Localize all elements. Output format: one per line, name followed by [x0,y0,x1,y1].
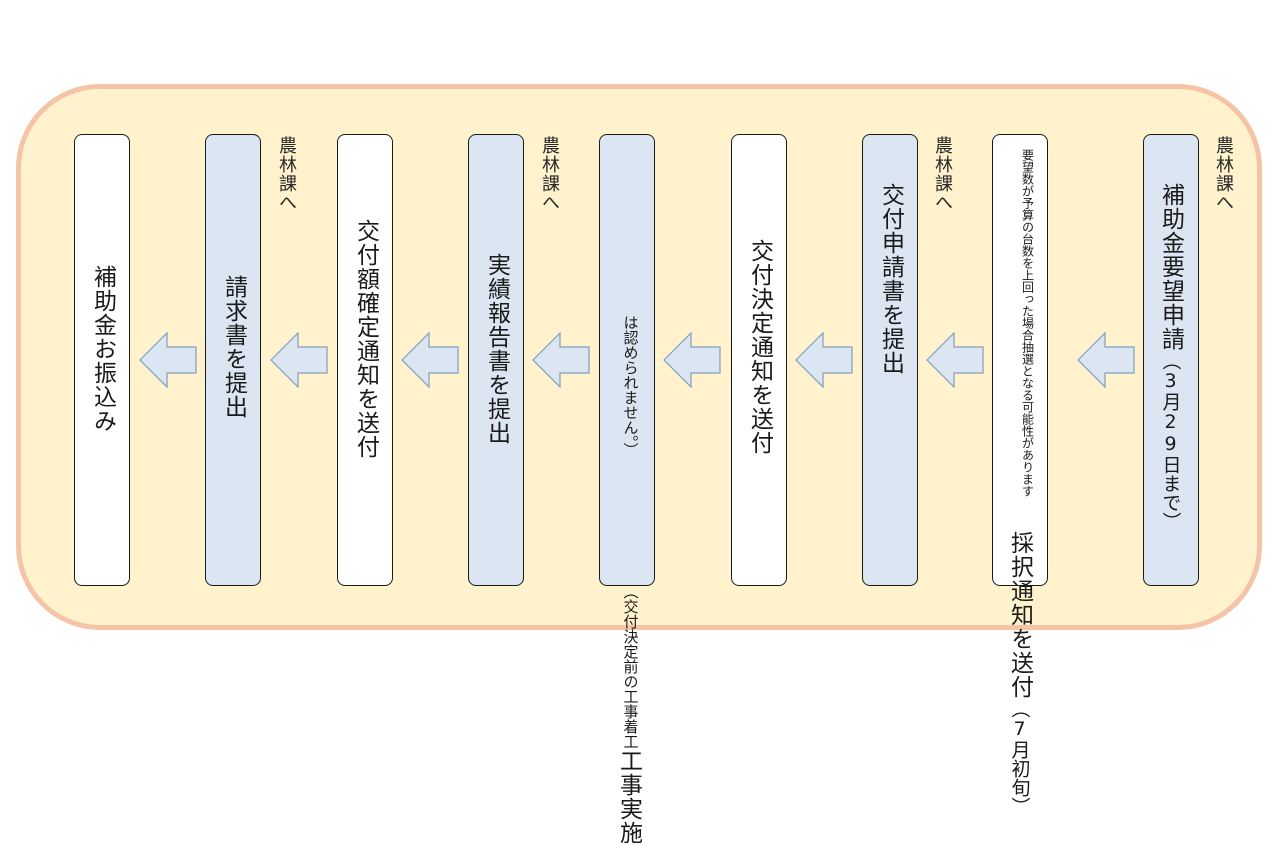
step-adoption-timing: （7月初旬） [1008,699,1031,816]
step-amount-confirmation-notice: 交付額確定通知を送付 [337,134,393,586]
step-subsidy-transfer-label: 補助金お振込み [89,265,116,433]
step-adoption-notice-label: 採択通知を送付 [1006,531,1033,699]
destination-agriculture-1: 農林課へ [1213,136,1234,212]
arrow-left-icon [795,332,853,388]
step-subsidy-request: 補助金要望申請（3月29日まで） [1143,134,1199,586]
step-adoption-note: 要望数が予算の台数を上回った場合抽選となる可能性があります [1020,149,1035,497]
step-construction-note-line2: は認められません。） [621,315,640,458]
step-performance-report-label: 実績報告書を提出 [483,253,510,445]
arrow-left-icon [401,332,459,388]
step-construction-note-line1: （交付決定前の工事着工 [621,583,640,749]
arrow-left-icon [139,332,197,388]
step-grant-decision-notice-label: 交付決定通知を送付 [746,239,773,455]
destination-agriculture-4: 農林課へ [276,136,297,212]
step-subsidy-transfer: 補助金お振込み [74,134,130,586]
step-subsidy-request-deadline: （3月29日まで） [1159,351,1182,531]
destination-agriculture-2: 農林課へ [932,136,953,212]
arrow-left-icon [926,332,984,388]
step-construction-label: 工事実施 [615,748,642,845]
arrow-left-icon [270,332,328,388]
step-grant-decision-notice: 交付決定通知を送付 [731,134,787,586]
arrow-left-icon [1077,332,1135,388]
step-subsidy-request-label: 補助金要望申請 [1157,183,1184,351]
step-construction: は認められません。） （交付決定前の工事着工 工事実施 [599,134,655,845]
step-adoption-notice: 要望数が予算の台数を上回った場合抽選となる可能性があります 採択通知を送付（7月… [992,134,1048,816]
step-invoice-submission-label: 請求書を提出 [220,275,247,419]
arrow-left-icon [663,332,721,388]
step-performance-report: 実績報告書を提出 [468,134,524,586]
step-grant-application: 交付申請書を提出 [862,134,918,586]
arrow-left-icon [532,332,590,388]
step-invoice-submission: 請求書を提出 [205,134,261,586]
step-amount-confirmation-notice-label: 交付額確定通知を送付 [352,219,379,459]
step-grant-application-label: 交付申請書を提出 [877,183,904,375]
destination-agriculture-3: 農林課へ [539,136,560,212]
